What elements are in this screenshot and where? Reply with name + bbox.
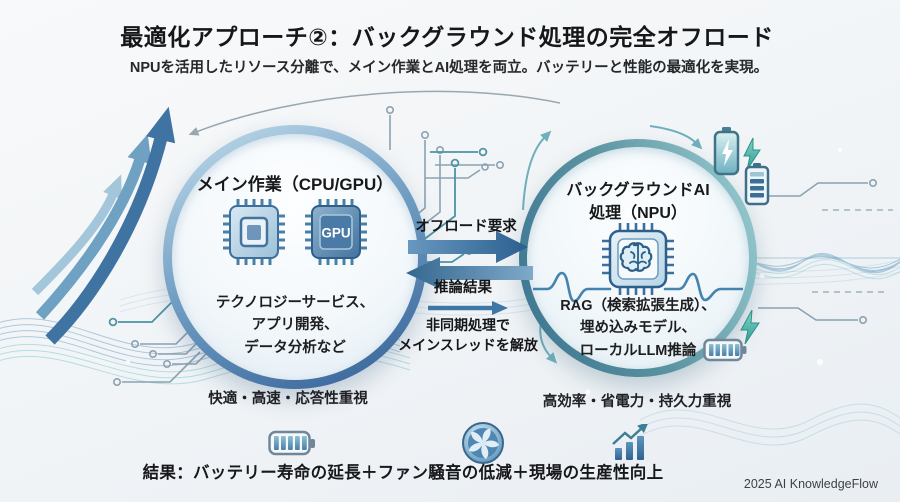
- cpu-chip-icon: [223, 199, 285, 265]
- offload-request-label: オフロード要求: [415, 219, 517, 235]
- flow-arrows: [406, 231, 533, 315]
- left-caption: 快適・高速・応答性重視: [208, 391, 368, 407]
- result-arrow: [406, 257, 533, 289]
- pulse-waveform-icon: [533, 271, 743, 303]
- battery-charging-icon: [713, 127, 761, 176]
- main-work-circle: メイン作業（CPU/GPU）: [163, 125, 427, 389]
- fan-icon: [462, 422, 504, 464]
- gpu-chip-icon: GPU: [305, 199, 367, 265]
- background-ai-circle: バックグラウンドAI 処理（NPU）: [519, 139, 757, 377]
- lightning-bolt-icon: [740, 310, 760, 344]
- chips-row: GPU: [172, 198, 418, 266]
- background-ai-description: RAG（検索拡張生成）、 埋め込みモデル、 ローカルLLM推論: [560, 298, 716, 359]
- circuit-traces-bottom-left-teal: [108, 299, 175, 327]
- npu-chip-icon: [602, 223, 674, 295]
- battery-full-icon: [703, 338, 747, 362]
- gpu-chip-label: GPU: [321, 226, 350, 241]
- rising-arrows-icon: [31, 106, 176, 345]
- battery-full-icon: [268, 430, 315, 456]
- background-ai-circle-inner: バックグラウンドAI 処理（NPU）: [527, 147, 749, 369]
- brain-icon: [619, 242, 653, 272]
- growth-chart-icon: [612, 424, 649, 460]
- inference-result-label: 推論結果: [434, 280, 492, 296]
- credit-label: 2025 AI KnowledgeFlow: [743, 477, 878, 491]
- page-subtitle: NPUを活用したリソース分離で、メイン作業とAI処理を両立。バッテリーと性能の最…: [129, 60, 769, 76]
- main-work-title: メイン作業（CPU/GPU）: [196, 175, 394, 194]
- background-ai-title: バックグラウンドAI 処理（NPU）: [566, 182, 710, 223]
- result-statement: 結果：バッテリー寿命の延長＋ファン騒音の低減＋現場の生産性向上: [142, 464, 664, 482]
- async-release-label: 非同期処理で メインスレッドを解放: [398, 317, 538, 354]
- page-title: 最適化アプローチ②：バックグラウンド処理の完全オフロード: [120, 24, 774, 50]
- offload-arrow: [408, 231, 528, 263]
- right-caption: 高効率・省電力・持久力重視: [542, 394, 732, 410]
- circuit-traces-right: [756, 179, 893, 324]
- battery-level-icon: [744, 163, 770, 206]
- main-work-description: テクノロジーサービス、 アプリ開発、 データ分析など: [215, 295, 375, 356]
- main-work-circle-inner: メイン作業（CPU/GPU）: [172, 134, 418, 380]
